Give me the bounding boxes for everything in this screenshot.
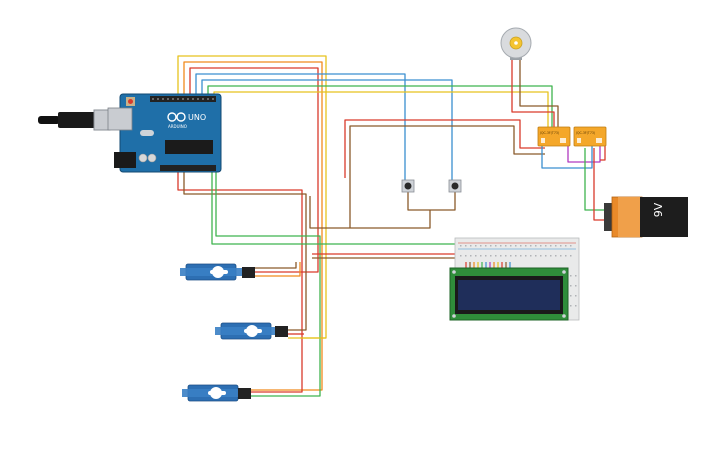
dc-motor-icon [500, 27, 532, 60]
relay-1: JQC-3F(T73) [537, 126, 571, 147]
wire-orange-top [183, 61, 323, 391]
wire-blue-relay-link [541, 146, 593, 169]
wire-purple-relay-link [567, 146, 601, 163]
wire-green-relay [207, 85, 553, 130]
arduino-logo-text: UNO [188, 113, 206, 122]
wire-brown-relay-gnd [349, 125, 545, 228]
arduino-brand-text: ARDUINO [168, 124, 187, 129]
wire-brown-servo-1 [255, 262, 297, 269]
wire-brown-buttons-down [309, 196, 431, 229]
usb-cable-icon [38, 109, 111, 131]
wire-yellow-relay [213, 91, 549, 130]
arduino-uno-board: UNO ARDUINO [107, 93, 222, 173]
wire-red-motor [511, 58, 555, 130]
servo-motor-2 [215, 322, 288, 340]
pushbutton-1 [401, 179, 415, 193]
relay-1-label: JQC-3F(T73) [539, 131, 559, 135]
wire-red-relay-vcc [344, 119, 545, 178]
lcd-display-icon [449, 267, 569, 321]
relay-2-label: JQC-3F(T73) [575, 131, 595, 135]
wire-green-lcd [211, 172, 458, 245]
wire-brown-motor [519, 58, 559, 130]
wire-brown-servo-bus [183, 172, 307, 331]
arduino-logo-icon [167, 112, 186, 122]
wires [177, 55, 606, 397]
wire-green-servo [215, 172, 321, 397]
pushbutton-2 [448, 179, 462, 193]
battery-icon: 9V [604, 196, 688, 238]
servo-motor-3 [182, 384, 251, 402]
wire-orange-servo-1 [255, 262, 301, 277]
wire-red-lcd [312, 253, 471, 270]
wire-blue-button-1 [195, 73, 406, 182]
wire-blue-button-2 [201, 79, 453, 182]
relay-2: JQC-3F(T73) [573, 126, 607, 147]
servo-motor-1 [180, 263, 255, 281]
battery-label: 9V [652, 202, 665, 217]
wire-red-top [189, 67, 319, 273]
wire-red-battery [593, 148, 605, 221]
wire-red-servo-bus [177, 172, 303, 393]
wire-brown-buttons [407, 192, 456, 211]
wire-green-battery [584, 148, 605, 211]
wire-red-relay-out [600, 146, 606, 161]
